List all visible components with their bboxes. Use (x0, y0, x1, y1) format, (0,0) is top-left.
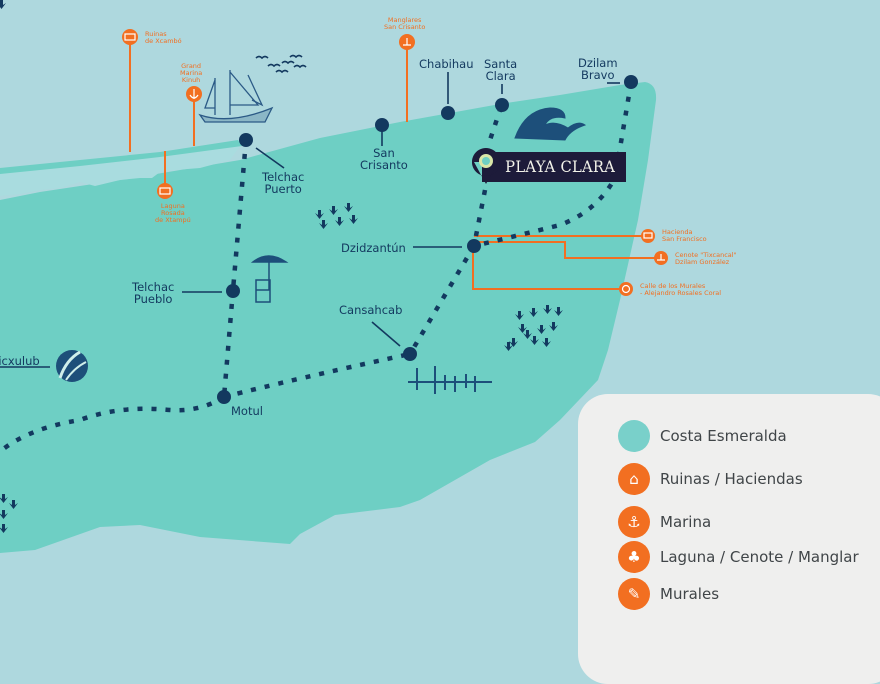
label-telchac-pueblo: Telchac Pueblo (132, 280, 175, 306)
mainland (0, 82, 657, 553)
legend-panel: Costa Esmeralda ⌂ Ruinas / Haciendas ⚓ M… (578, 394, 880, 684)
poi-connectors (129, 42, 655, 290)
hacienda-icon (641, 229, 655, 243)
sandbar (0, 140, 242, 174)
palette-icon (619, 282, 633, 296)
node-santa-clara (495, 98, 509, 112)
playa-clara-label: PLAYA CLARA (505, 157, 616, 176)
legend-label: Ruinas / Haciendas (660, 470, 803, 488)
label-dzidzantun: Dzidzantún (341, 241, 406, 255)
label-cenote: Cenote "Tixcancal" Dzilam González (675, 251, 737, 266)
leader-lines (0, 72, 620, 368)
label-san-crisanto: San Crisanto (360, 146, 408, 172)
wave-icon (514, 107, 587, 141)
label-manglares: Manglares San Crisanto (384, 16, 426, 31)
label-chicxulub: Chicxulub (0, 354, 40, 368)
poi-glyphs (124, 33, 665, 294)
node-motul (217, 390, 231, 404)
town-nodes (217, 75, 638, 404)
pier-icon (408, 366, 492, 394)
mangrove-icon: ♣ (618, 541, 650, 573)
lifeguard-chair-icon (250, 255, 289, 303)
node-cansahcab (403, 347, 417, 361)
routes (0, 82, 634, 452)
label-laguna-rosada: Laguna Rosada de Xtampú (155, 202, 191, 224)
node-san-crisanto (375, 118, 389, 132)
legend-item-marina: ⚓ Marina (618, 506, 711, 538)
hacienda-icon (122, 29, 138, 45)
hacienda-icon: ⌂ (618, 463, 650, 495)
label-telchac-puerto: Telchac Puerto (262, 170, 305, 196)
node-dzilam-bravo (624, 75, 638, 89)
node-dzidzantun (467, 239, 481, 253)
legend-label: Costa Esmeralda (660, 427, 787, 445)
label-hacienda: Hacienda San Francisco (662, 228, 707, 243)
lagoon (0, 146, 240, 196)
birds-icon (255, 54, 307, 74)
label-murales: Calle de los Murales - Alejandro Rosales… (640, 282, 722, 297)
lagoon-icon (157, 183, 173, 199)
anchor-icon: ⚓ (618, 506, 650, 538)
mangrove-cluster-icon (0, 0, 563, 533)
node-telchac-puerto (239, 133, 253, 147)
node-chabihau (441, 106, 455, 120)
label-santa-clara: Santa Clara (484, 57, 518, 83)
label-grand-marina: Grand Marina Kinuh (180, 62, 203, 84)
legend-item-ruinas: ⌂ Ruinas / Haciendas (618, 463, 803, 495)
legend-item-costa-esmeralda: Costa Esmeralda (618, 420, 787, 452)
label-chabihau: Chabihau (419, 57, 474, 71)
playa-clara-badge (472, 148, 626, 184)
node-telchac-pueblo (226, 284, 240, 298)
legend-item-laguna: ♣ Laguna / Cenote / Manglar (618, 541, 859, 573)
label-cansahcab: Cansahcab (339, 303, 403, 317)
map-canvas (0, 0, 668, 553)
legend-item-murales: ✎ Murales (618, 578, 719, 610)
beach-ball-icon (56, 350, 88, 382)
legend-label: Laguna / Cenote / Manglar (660, 548, 859, 566)
palette-icon: ✎ (618, 578, 650, 610)
legend-label: Murales (660, 585, 720, 603)
label-ruinas-xcambo: Ruinas de Xcambó (145, 30, 182, 45)
label-motul: Motul (231, 404, 263, 418)
legend-label: Marina (660, 513, 712, 531)
label-dzilam-bravo: Dzilam Bravo (578, 56, 618, 82)
sailboat-icon (198, 70, 274, 123)
teal-dot-icon (618, 420, 650, 452)
